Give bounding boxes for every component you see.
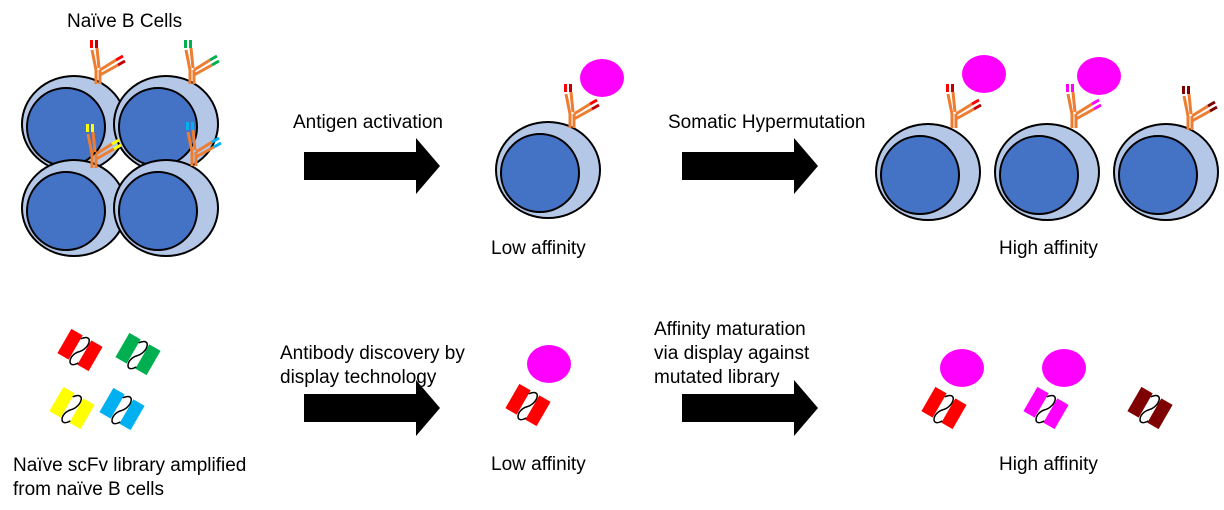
library-caption-line2: from naïve B cells	[13, 479, 164, 500]
somatic-hypermutation-arrow	[682, 138, 818, 194]
b-cell	[1113, 123, 1219, 221]
bottom-low-affinity-label: Low affinity	[491, 454, 586, 475]
b-cell-receptor-icon	[186, 122, 222, 166]
b-cell	[994, 123, 1100, 221]
top-high-affinity-label: High affinity	[999, 238, 1098, 259]
antigen-icon	[962, 55, 1006, 93]
antigen-icon	[527, 345, 571, 383]
b-cell-receptor-icon	[184, 40, 220, 84]
affinity-maturation-label-line3: mutated library	[654, 367, 780, 388]
antigen-icon	[940, 349, 984, 387]
low-affinity-scfv	[505, 345, 571, 427]
high-affinity-b-cells	[875, 55, 1219, 221]
b-cell	[495, 121, 601, 219]
antibody-discovery-label-line1: Antibody discovery by	[280, 343, 465, 364]
naive-b-cells-cluster	[21, 40, 222, 257]
scfv-fragment-icon	[505, 383, 551, 427]
affinity-maturation-label-line2: via display against	[654, 343, 810, 364]
antigen-icon	[1042, 349, 1086, 387]
b-cell	[21, 75, 127, 173]
bottom-high-affinity-label: High affinity	[999, 454, 1098, 475]
antigen-icon	[580, 59, 624, 97]
affinity-maturation-label-line1: Affinity maturation	[654, 319, 806, 340]
b-cell	[113, 159, 219, 257]
b-cell	[113, 75, 219, 173]
scfv-fragment-icon	[115, 332, 161, 376]
scfv-fragment-icon	[49, 386, 95, 430]
antigen-activation-label: Antigen activation	[293, 112, 443, 133]
naive-b-cells-title: Naïve B Cells	[67, 11, 183, 32]
antibody-discovery-label-line2: display technology	[280, 367, 437, 388]
b-cell	[21, 159, 127, 257]
b-cell-receptor-icon	[90, 40, 126, 84]
antigen-icon	[1077, 57, 1121, 95]
high-affinity-scfvs	[921, 349, 1173, 430]
library-caption-line1: Naïve scFv library amplified	[13, 455, 247, 476]
b-cell-receptor-icon	[1182, 86, 1218, 130]
scfv-fragment-icon	[1023, 386, 1069, 430]
scfv-fragment-icon	[1127, 386, 1173, 430]
scfv-fragment-icon	[99, 387, 145, 431]
antigen-activation-arrow	[304, 138, 440, 194]
b-cell-receptor-icon	[86, 124, 122, 168]
b-cell-receptor-icon	[1066, 84, 1102, 128]
naive-scfv-library	[49, 328, 161, 431]
low-affinity-b-cell	[495, 59, 624, 219]
top-low-affinity-label: Low affinity	[491, 238, 586, 259]
scfv-fragment-icon	[57, 328, 103, 372]
somatic-hypermutation-label: Somatic Hypermutation	[668, 112, 866, 133]
b-cell-receptor-icon	[946, 84, 982, 128]
b-cell-receptor-icon	[564, 84, 600, 128]
b-cell	[875, 123, 981, 221]
scfv-fragment-icon	[921, 386, 967, 430]
